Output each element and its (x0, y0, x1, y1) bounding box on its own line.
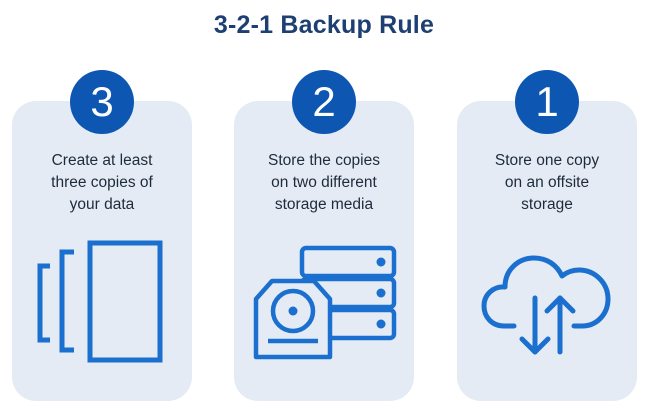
step-description-line: Create at least (51, 152, 153, 169)
cloud-sync-icon (481, 255, 611, 355)
step-description-line: on an offsite (504, 174, 590, 191)
storage-media-icon (253, 245, 397, 360)
step-card-offsite (457, 101, 637, 401)
step-description: Store the copies on two different storag… (234, 150, 414, 216)
step-description-line: three copies of (51, 174, 153, 191)
step-description-line: on two different (271, 174, 377, 191)
step-number-badge: 1 (515, 70, 579, 134)
step-description-line: storage (521, 196, 573, 213)
step-description-line: storage media (274, 196, 374, 213)
step-description: Store one copy on an offsite storage (457, 150, 637, 216)
step-number-badge: 3 (70, 70, 134, 134)
step-number-badge: 2 (292, 70, 356, 134)
diagram-title: 3-2-1 Backup Rule (213, 11, 435, 39)
step-description-line: Store the copies (267, 152, 380, 169)
step-description: Create at least three copies of your dat… (12, 150, 192, 216)
step-description-line: Store one copy (494, 152, 600, 169)
copies-icon (37, 240, 163, 363)
step-description-line: your data (69, 196, 135, 213)
